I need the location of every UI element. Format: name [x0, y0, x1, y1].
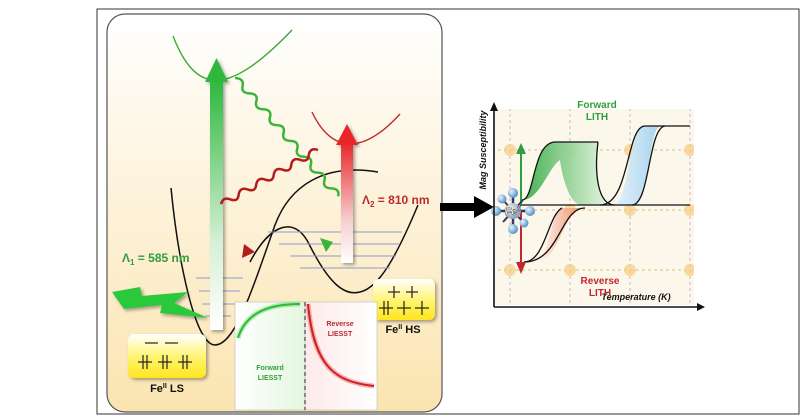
reverse-liesst-box — [304, 301, 378, 411]
ls-t2g-orbitals — [138, 355, 192, 369]
forward-lith-loop-fill — [522, 142, 610, 205]
green-relaxation-arrowhead — [320, 238, 333, 252]
ls-electron-box — [128, 334, 206, 378]
x-axis-arrowhead — [697, 303, 705, 311]
lambda2-label: Λ2 = 810 nm — [362, 193, 430, 209]
outer-frame — [96, 8, 800, 415]
forward-liesst-curve — [237, 303, 301, 339]
lambda1-label: Λ1 = 585 nm — [122, 251, 190, 267]
reverse-lith-line2: LITH — [589, 288, 611, 299]
hs-potential-curve — [249, 204, 419, 294]
forward-liesst-box — [234, 301, 306, 411]
forward-lith-line1: Forward — [577, 100, 616, 111]
thermal-hysteresis-fill — [612, 126, 690, 205]
x-axis-label: Temperature (K) — [601, 292, 670, 302]
y-axis-label: Mag Susceptibility — [478, 109, 488, 189]
susceptibility-plot-panel: FeII Temperature (K) Mag Susceptibility … — [478, 100, 705, 311]
forward-liesst-line2: LIESST — [258, 375, 283, 382]
fe-complex-molecule-icon — [491, 188, 535, 234]
forward-liesst-line1: Forward — [256, 365, 284, 372]
hs-eg-orbitals — [388, 286, 418, 298]
hs-label: FeII HS — [385, 324, 420, 336]
reverse-lith-upper-branch — [523, 207, 586, 263]
energy-diagram-panel: Λ1 = 585 nm Λ2 = 810 nm FeII LS — [106, 13, 443, 413]
forward-lith-line2: LITH — [586, 112, 608, 123]
liesst-inset: Forward LIESST Reverse LIESST — [234, 301, 378, 411]
forward-lith-return-branch — [595, 141, 616, 206]
connector-arrow — [440, 196, 494, 218]
lightning-bolt-icon — [112, 287, 208, 318]
fe-complex-label: FeII — [505, 206, 522, 218]
forward-lith-upper-branch — [521, 141, 598, 201]
thermal-hysteresis-heating-branch — [599, 125, 690, 206]
reverse-lith-line1: Reverse — [581, 276, 620, 287]
red-excitation-arrow — [336, 124, 358, 263]
y-axis-arrowhead — [490, 102, 498, 111]
reverse-liesst-curve — [307, 303, 375, 387]
hs-t2g-orbitals — [379, 301, 429, 315]
red-relaxation-arrowhead — [242, 244, 255, 258]
green-excitation-arrow — [205, 58, 228, 330]
thermal-hysteresis-cooling-branch — [631, 125, 666, 206]
reverse-lith-lower-branch — [523, 207, 563, 263]
red-relaxation-wave — [219, 147, 319, 205]
ls-label: FeII LS — [150, 383, 184, 395]
green-relaxation-wave — [234, 76, 340, 197]
reverse-liesst-line1: Reverse — [326, 321, 353, 328]
reverse-liesst-line2: LIESST — [328, 331, 353, 338]
forward-lith-vertical-arrow — [516, 143, 526, 205]
hs-electron-box — [373, 279, 435, 320]
